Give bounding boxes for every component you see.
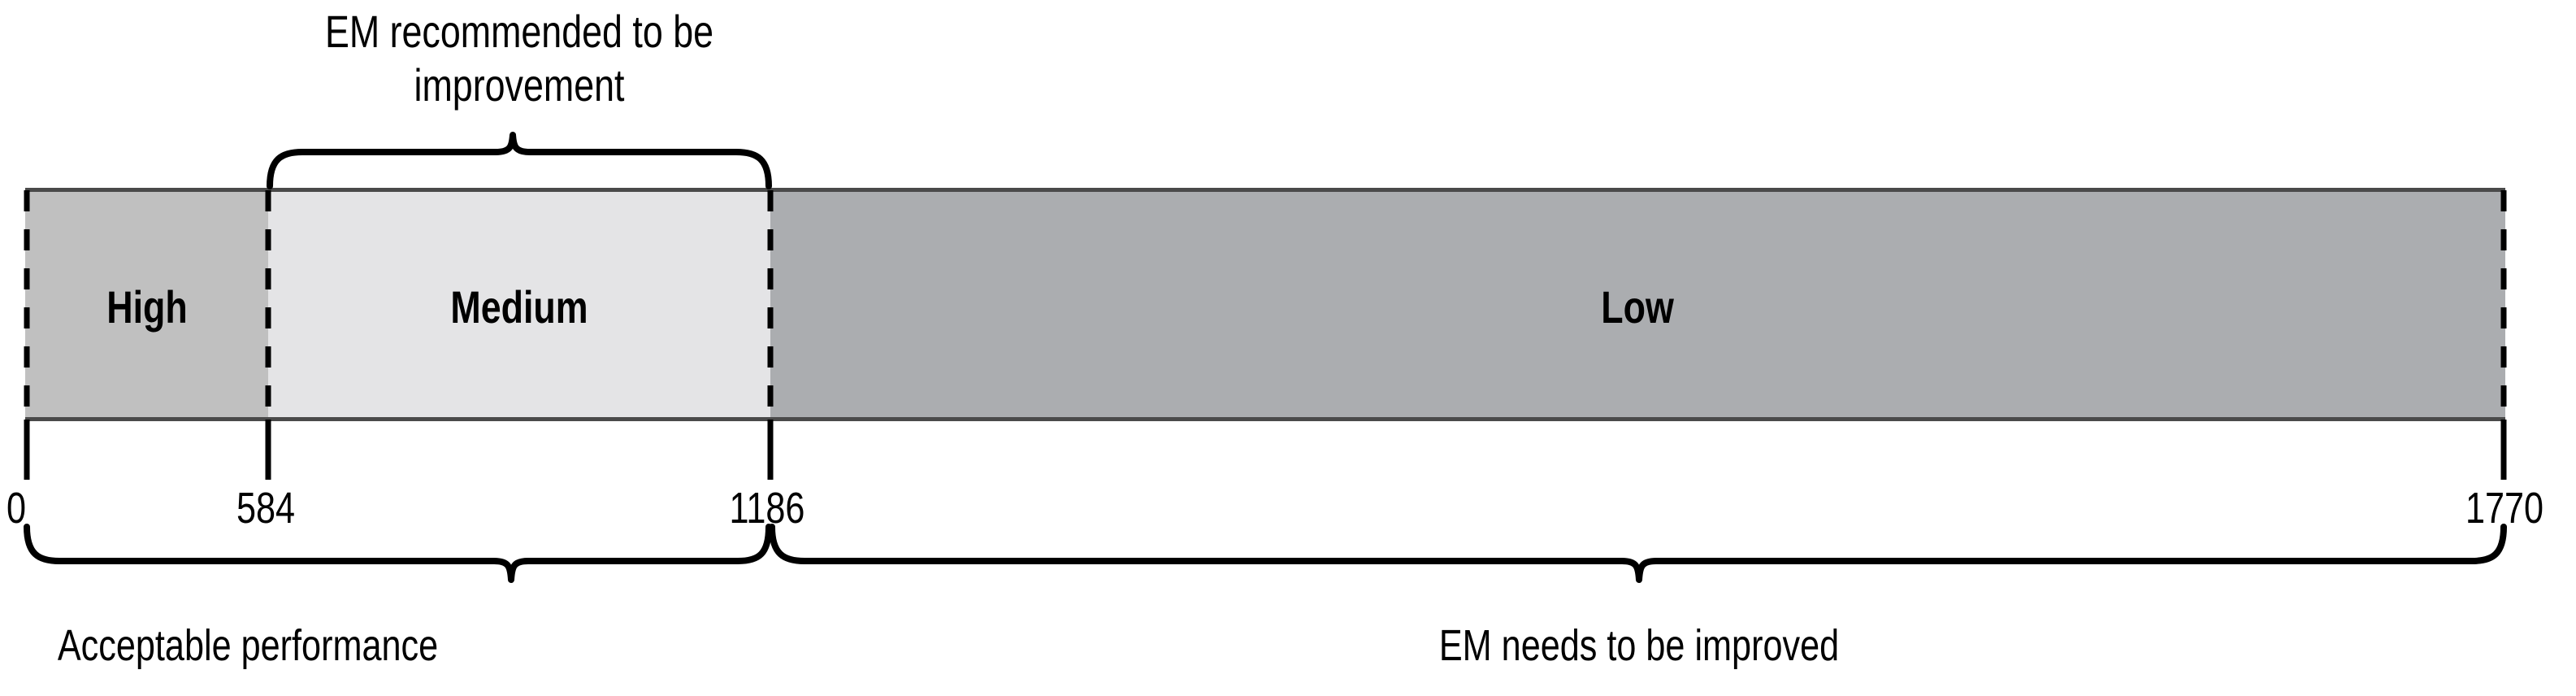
tick-label-1770: 1770 [2465,484,2544,533]
segment-label-high: High [106,281,188,333]
top-annotation-line-2: improvement [414,59,625,111]
tick-label-1186: 1186 [729,484,805,533]
segment-high-fill [25,189,268,420]
tick-label-0: 0 [6,484,27,533]
segment-low-fill [770,189,2505,420]
segment-label-low: Low [1601,281,1674,333]
caption-acceptable-performance: Acceptable performance [57,621,439,670]
top-annotation-line-1: EM recommended to be [324,6,714,57]
bottom-brace-acceptable [24,524,772,583]
bottom-brace-needs-improvement [769,524,2507,583]
segment-label-medium: Medium [450,281,588,333]
segment-medium-fill [268,189,770,420]
caption-em-needs-improvement: EM needs to be improved [1438,621,1840,670]
top-brace [267,132,772,189]
tick-label-584: 584 [236,484,296,533]
